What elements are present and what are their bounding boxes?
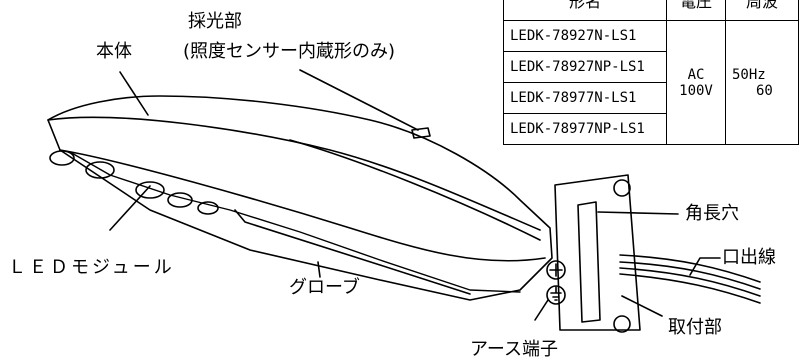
globe (69, 151, 521, 293)
body-lower-edge (59, 149, 546, 262)
label-body: 本体 (96, 41, 132, 62)
label-earth-terminal: アース端子 (470, 339, 559, 360)
earth-terminal-screw (546, 260, 566, 280)
voltage-line2: 100V (679, 82, 713, 99)
table-header-row: 形名 電圧 周波 (503, 0, 799, 21)
voltage-line1: AC (687, 66, 705, 83)
table-row: LEDK-78977NP-LS1 (503, 113, 799, 145)
frequency-line2: 60 (756, 82, 773, 99)
body-top-edge (47, 116, 541, 231)
model-cell: LEDK-78977N-LS1 (503, 82, 667, 114)
model-cell: LEDK-78977NP-LS1 (503, 113, 667, 145)
model-cell: LEDK-78927N-LS1 (503, 20, 667, 52)
label-slot: 角長穴 (685, 203, 739, 224)
sensor-window (411, 127, 431, 139)
model-cell: LEDK-78927NP-LS1 (503, 51, 667, 83)
table-row: LEDK-78927N-LS1 AC 100V 50Hz 60 (503, 20, 799, 145)
frequency-cell: 50Hz 60 (725, 20, 799, 145)
label-sensor-note: (照度センサー内蔵形のみ) (183, 41, 396, 62)
label-led-module: ＬＥＤモジュール (8, 257, 175, 278)
table-row: LEDK-78927NP-LS1 (503, 51, 799, 83)
header-model: 形名 (503, 0, 667, 21)
header-frequency: 周波 (725, 0, 799, 21)
mount-hole-bottom (613, 315, 631, 333)
frequency-line1: 50Hz (732, 66, 766, 83)
label-sensor-title: 採光部 (188, 11, 242, 32)
label-cable: 口出線 (722, 247, 776, 268)
earth-symbol (546, 285, 566, 305)
header-voltage: 電圧 (666, 0, 726, 21)
mount-hole-top (613, 179, 631, 197)
spec-table: 形名 電圧 周波 LEDK-78927N-LS1 AC 100V 50Hz 60… (503, 0, 799, 145)
slot-hole (577, 201, 601, 323)
cable (619, 254, 761, 283)
label-mount: 取付部 (668, 317, 722, 338)
table-row: LEDK-78977N-LS1 (503, 82, 799, 114)
label-globe: グローブ (289, 277, 360, 298)
voltage-cell: AC 100V (666, 20, 726, 145)
fixture-body (47, 95, 553, 301)
led-module-bumps (49, 150, 219, 215)
